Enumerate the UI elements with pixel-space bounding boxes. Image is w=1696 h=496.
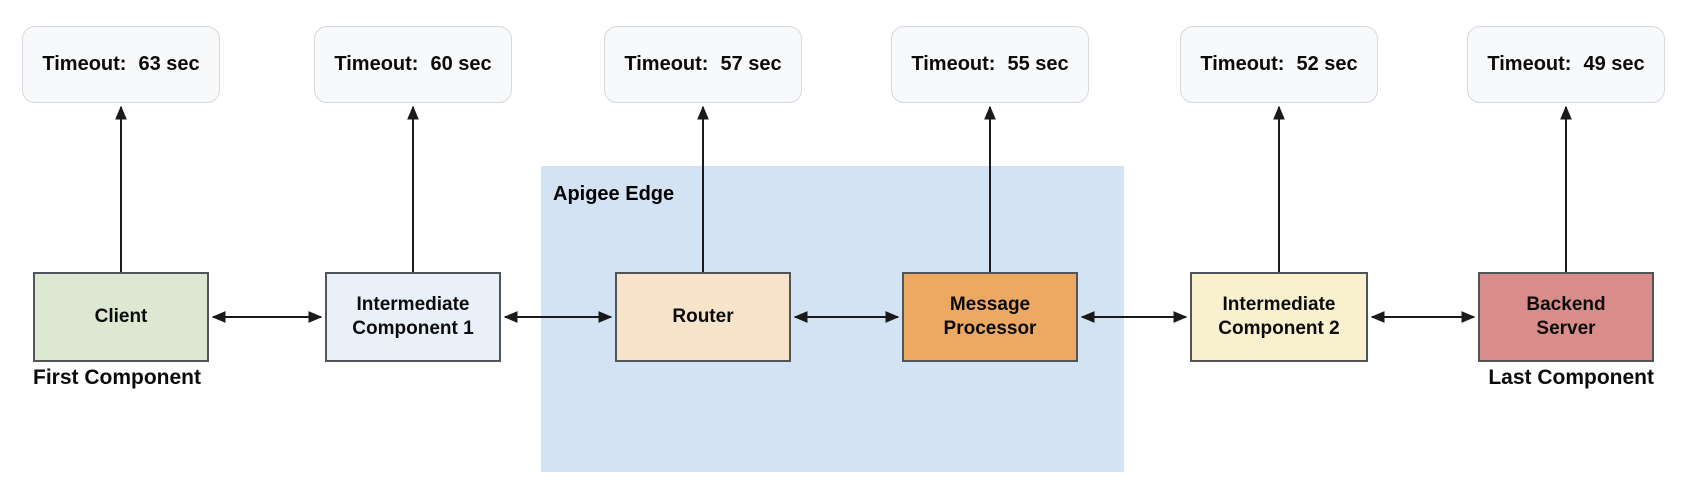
last-component-caption: Last Component (1488, 366, 1654, 389)
timeout-label: Timeout: (334, 53, 419, 75)
timeout-box-message-processor: Timeout: 55 sec (891, 26, 1089, 103)
timeout-box-client: Timeout: 63 sec (22, 26, 220, 103)
timeout-box-backend-server: Timeout: 49 sec (1467, 26, 1665, 103)
message-processor-box: Message Processor (902, 272, 1078, 362)
timeout-label: Timeout: (1200, 53, 1285, 75)
intermediate-component-1-box: Intermediate Component 1 (325, 272, 501, 362)
timeout-value: 57 sec (720, 53, 782, 75)
backend-server-box: Backend Server (1478, 272, 1654, 362)
backend-server-label: Backend Server (1526, 293, 1606, 339)
client-label: Client (94, 305, 148, 327)
message-processor-label: Message Processor (943, 293, 1037, 339)
timeout-value: 55 sec (1007, 53, 1069, 75)
timeout-box-router: Timeout: 57 sec (604, 26, 802, 103)
timeout-label: Timeout: (624, 53, 709, 75)
first-component-caption: First Component (33, 366, 201, 389)
timeout-value: 60 sec (430, 53, 492, 75)
timeout-value: 49 sec (1583, 53, 1645, 75)
timeout-label: Timeout: (911, 53, 996, 75)
intermediate-component-2-box: Intermediate Component 2 (1190, 272, 1368, 362)
apigee-edge-label: Apigee Edge (553, 183, 675, 205)
router-label: Router (672, 305, 734, 327)
intermediate-component-1-label: Intermediate Component 1 (352, 293, 474, 339)
timeout-box-intermediate-component-2: Timeout: 52 sec (1180, 26, 1378, 103)
timeout-label: Timeout: (42, 53, 127, 75)
intermediate-component-2-label: Intermediate Component 2 (1218, 293, 1340, 339)
timeout-box-intermediate-component-1: Timeout: 60 sec (314, 26, 512, 103)
router-box: Router (615, 272, 791, 362)
timeout-value: 63 sec (138, 53, 200, 75)
timeout-label: Timeout: (1487, 53, 1572, 75)
client-box: Client (33, 272, 209, 362)
timeout-value: 52 sec (1296, 53, 1358, 75)
